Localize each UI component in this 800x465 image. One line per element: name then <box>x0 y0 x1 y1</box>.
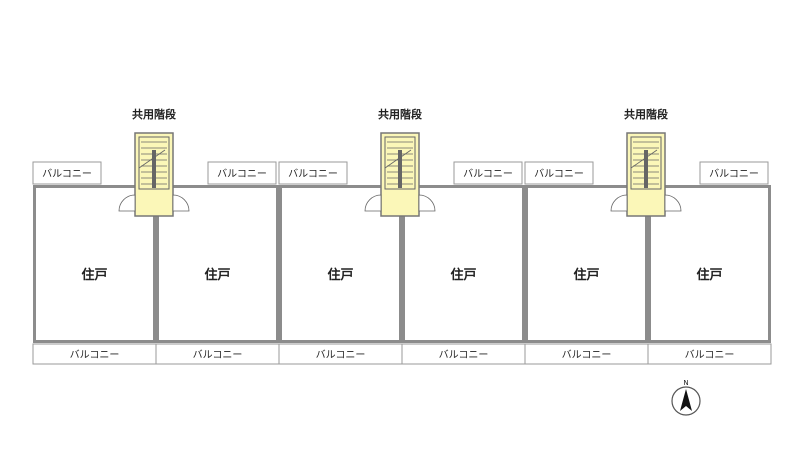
stair-label: 共用階段 <box>378 107 422 121</box>
door-swing-right <box>664 194 682 212</box>
unit-label: 住戸 <box>450 267 476 283</box>
front-balcony-label: バルコニー <box>534 168 584 180</box>
stair-label: 共用階段 <box>624 107 668 121</box>
rear-balcony-label: バルコニー <box>70 349 120 361</box>
unit-room <box>402 185 525 343</box>
door-swing-left <box>118 194 136 212</box>
stair-break-line <box>138 149 166 169</box>
stair-break-line <box>384 149 412 169</box>
front-balcony <box>699 161 769 185</box>
building-2: バルコニーバルコニーバルコニーバルコニー住戸住戸共用階段 <box>278 107 526 365</box>
rear-balcony-label: バルコニー <box>562 349 612 361</box>
stair-handrail <box>644 150 648 188</box>
front-balcony-label: バルコニー <box>288 168 338 180</box>
building-1: バルコニーバルコニーバルコニーバルコニー住戸住戸共用階段 <box>32 107 280 365</box>
stair-well <box>138 136 170 190</box>
building-3: バルコニーバルコニーバルコニーバルコニー住戸住戸共用階段 <box>524 107 772 365</box>
front-balcony-label: バルコニー <box>463 168 513 180</box>
front-balcony-label: バルコニー <box>709 168 759 180</box>
door-swing-right <box>418 194 436 212</box>
front-balcony <box>207 161 277 185</box>
door-swing-right <box>172 194 190 212</box>
compass-north-label: N <box>683 379 688 387</box>
front-balcony-label: バルコニー <box>217 168 267 180</box>
stair-handrail <box>152 150 156 188</box>
unit-label: 住戸 <box>573 267 599 283</box>
unit-room <box>648 185 771 343</box>
unit-label: 住戸 <box>81 267 107 283</box>
stair-well <box>384 136 416 190</box>
rear-balcony-label: バルコニー <box>193 349 243 361</box>
front-balcony-label: バルコニー <box>42 168 92 180</box>
unit-room <box>156 185 279 343</box>
stair-core <box>134 132 174 217</box>
stair-well <box>630 136 662 190</box>
compass: N <box>671 379 701 416</box>
rear-balcony-label: バルコニー <box>685 349 735 361</box>
stair-handrail <box>398 150 402 188</box>
door-swing-left <box>364 194 382 212</box>
front-balcony <box>32 161 102 185</box>
unit-label: 住戸 <box>327 267 353 283</box>
unit-label: 住戸 <box>204 267 230 283</box>
front-balcony <box>524 161 594 185</box>
rear-balcony-label: バルコニー <box>439 349 489 361</box>
north-arrow-icon <box>680 389 692 411</box>
stair-label: 共用階段 <box>132 107 176 121</box>
rear-balcony <box>647 343 772 365</box>
front-balcony <box>453 161 523 185</box>
unit-label: 住戸 <box>696 267 722 283</box>
door-swing-left <box>610 194 628 212</box>
rear-balcony-label: バルコニー <box>316 349 366 361</box>
stair-break-line <box>630 149 658 169</box>
buildings: バルコニーバルコニーバルコニーバルコニー住戸住戸共用階段バルコニーバルコニーバル… <box>32 107 772 365</box>
stair-core <box>380 132 420 217</box>
front-balcony <box>278 161 348 185</box>
